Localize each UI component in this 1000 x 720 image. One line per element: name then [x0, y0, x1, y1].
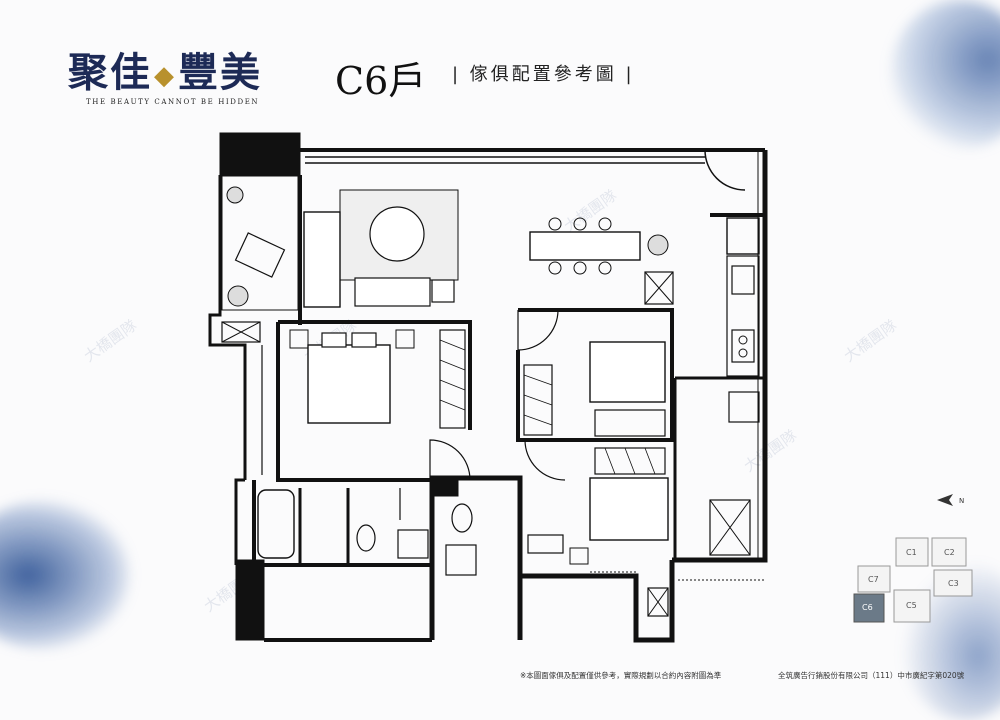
watermark: 大橋團隊 [840, 316, 901, 366]
sink [731, 265, 755, 295]
outer-wall [432, 475, 523, 640]
disclaimer-text: ※本圖面傢俱及配置僅供參考，實際規劃以合約內容附圖為準 [520, 671, 722, 680]
plant [227, 285, 249, 307]
nightstand [289, 329, 309, 349]
storage-x [221, 321, 261, 343]
brush-stroke-bottom-left [0, 500, 130, 650]
key-plan: C1 C2 C3 C5 C6 C7 [853, 537, 973, 623]
plant [647, 234, 669, 256]
outer-wall [520, 560, 675, 643]
keyplan-label: C2 [944, 548, 955, 557]
credit-text: 全筑廣告行銷股份有限公司（111）中市廣紀字第020號 [778, 671, 965, 680]
nightstand [569, 547, 589, 565]
pillow [321, 332, 347, 348]
toilet [451, 503, 473, 533]
balcony [221, 175, 299, 311]
brand-name-right: 豐美 [178, 49, 262, 96]
bed [589, 341, 666, 403]
bathroom-wall [252, 480, 432, 567]
storage-x [647, 587, 669, 617]
door-swing [429, 439, 471, 481]
toilet [356, 524, 376, 552]
counter [726, 255, 760, 377]
watermark: 大橋團隊 [80, 316, 141, 366]
svg-text:N: N [959, 497, 964, 505]
door-swing [517, 309, 559, 351]
keyplan-label: C3 [948, 579, 959, 588]
storage-x [709, 499, 751, 556]
washbasin [728, 391, 760, 423]
desk [527, 534, 564, 554]
washbasin [397, 529, 429, 559]
desk [594, 409, 666, 437]
wardrobe [523, 364, 553, 436]
sofa [303, 211, 341, 308]
unit-title: C6戶 [335, 59, 427, 103]
door-swing [524, 439, 566, 481]
keyplan-label-highlight: C6 [862, 603, 873, 612]
brand-name-left: 聚佳 [68, 49, 152, 96]
bed [589, 477, 669, 541]
bathtub [257, 489, 295, 559]
keyplan-label: C5 [906, 601, 917, 610]
floor-plan [208, 132, 768, 643]
column [219, 132, 301, 176]
north-arrow-icon: N [937, 494, 964, 506]
bedroom-wall [278, 320, 472, 430]
entrance-door [704, 149, 746, 191]
wardrobe [439, 329, 466, 429]
keyplan-label: C1 [906, 548, 917, 557]
keyplan-label: C7 [868, 575, 879, 584]
column [235, 559, 265, 641]
fridge [726, 217, 760, 255]
brand-tagline: THE BEAUTY CANNOT BE HIDDEN [86, 98, 260, 106]
dining-table [529, 231, 641, 261]
brand-logo: 聚佳◆豐美 [68, 40, 262, 98]
diamond-icon: ◆ [154, 61, 176, 91]
outer-wall [208, 175, 247, 480]
outer-wall [234, 478, 245, 565]
nightstand [395, 329, 415, 349]
bed [307, 344, 391, 424]
stove [731, 329, 755, 363]
plant [226, 186, 244, 204]
tv-cabinet [354, 277, 431, 307]
side-table [431, 279, 455, 303]
storage-x [644, 271, 674, 305]
plan-subtitle: | 傢俱配置參考圖 | [452, 64, 635, 85]
outer-wall [672, 150, 768, 563]
lounge-chair [234, 232, 286, 278]
coffee-table [369, 206, 425, 262]
washbasin [445, 544, 477, 576]
wardrobe [594, 447, 666, 475]
pillow [351, 332, 377, 348]
brush-stroke-top-right [890, 0, 1000, 150]
